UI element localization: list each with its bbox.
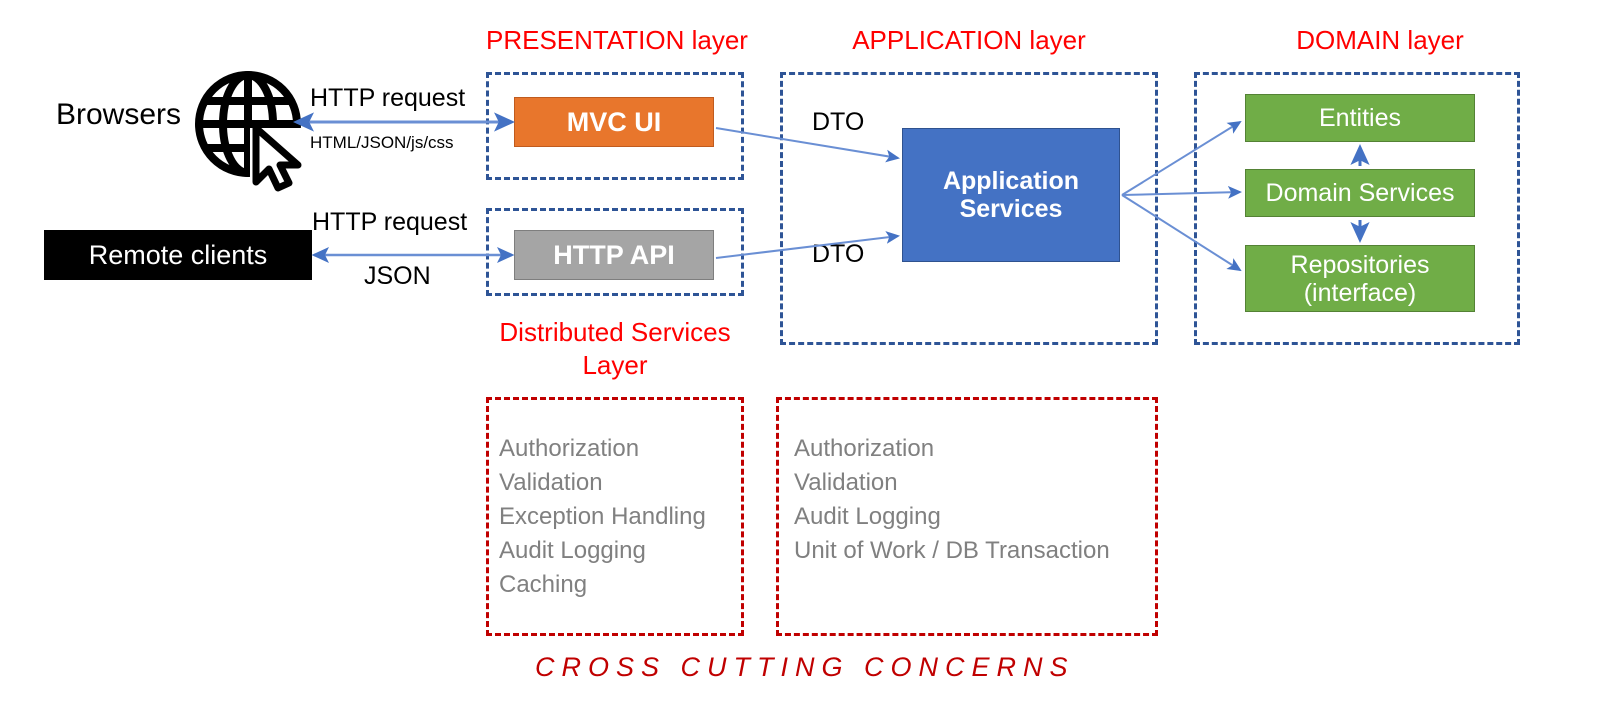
cross-cutting-concerns-footer: CROSS CUTTING CONCERNS: [535, 652, 1075, 682]
dto-top-label: DTO: [812, 108, 865, 136]
application-services-line1: Application: [942, 167, 1080, 195]
entities-box: Entities: [1245, 94, 1475, 142]
repositories-line1: Repositories: [1290, 250, 1430, 279]
concern-item: Caching: [499, 571, 588, 599]
presentation-layer-title: PRESENTATION layer: [486, 25, 748, 55]
remote-response-label: JSON: [364, 262, 431, 290]
remote-http-request-label: HTTP request: [312, 208, 468, 236]
application-layer-title: APPLICATION layer: [852, 25, 1086, 55]
remote-clients-box: Remote clients: [44, 230, 312, 280]
globe-cursor-icon: [188, 66, 314, 192]
mvc-ui-box: MVC UI: [514, 97, 714, 147]
browsers-label: Browsers: [56, 98, 182, 131]
presentation-concerns-list: Authorization Validation Exception Handl…: [499, 432, 706, 602]
concern-item: Validation: [794, 469, 898, 497]
application-concerns-container: [776, 397, 1158, 636]
concern-item: Audit Logging: [499, 537, 646, 565]
application-services-line2: Services: [959, 195, 1063, 223]
domain-services-box: Domain Services: [1245, 169, 1475, 217]
browser-http-request-label: HTTP request: [310, 84, 466, 112]
concern-item: Unit of Work / DB Transaction: [794, 537, 1110, 565]
application-concerns-list: Authorization Validation Audit Logging U…: [794, 432, 1110, 568]
distributed-services-layer-title: Distributed Services Layer: [486, 316, 744, 381]
browser-response-label: HTML/JSON/js/css: [310, 133, 454, 152]
distributed-services-line2: Layer: [582, 349, 648, 380]
concern-item: Exception Handling: [499, 503, 706, 531]
domain-layer-title: DOMAIN layer: [1296, 25, 1464, 55]
concern-item: Authorization: [794, 435, 935, 462]
concern-item: Validation: [499, 469, 603, 497]
distributed-services-line1: Distributed Services: [499, 317, 731, 347]
presentation-concerns-container: [486, 397, 744, 636]
application-services-box: Application Services: [902, 128, 1120, 262]
concern-item: Audit Logging: [794, 503, 941, 531]
repositories-box: Repositories (interface): [1245, 245, 1475, 312]
http-api-box: HTTP API: [514, 230, 714, 280]
repositories-line2: (interface): [1303, 278, 1417, 307]
concern-item: Authorization: [499, 435, 640, 462]
dto-bottom-label: DTO: [812, 240, 865, 268]
